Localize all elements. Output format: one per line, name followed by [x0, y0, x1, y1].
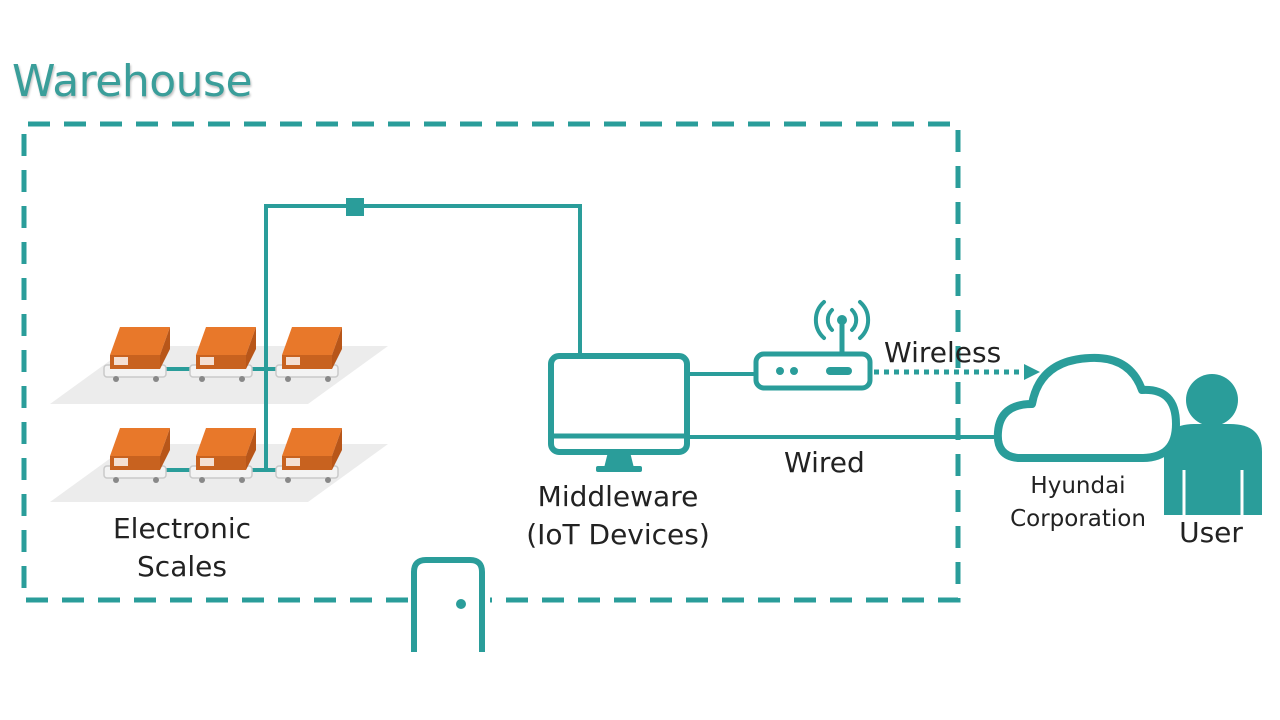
middleware-label-line1: Middleware — [537, 480, 699, 513]
scale-icon — [275, 427, 343, 484]
scale-icon — [189, 326, 257, 383]
middleware-label-line2: (IoT Devices) — [526, 518, 710, 551]
scale-icon — [189, 427, 257, 484]
monitor-icon — [548, 353, 690, 472]
cloud-icon — [993, 353, 1180, 462]
user-icon — [1164, 374, 1262, 515]
network-line — [264, 204, 582, 472]
wireless-arrowhead — [1024, 364, 1040, 380]
signal-icon — [813, 300, 871, 340]
scales-label-line1: Electronic — [112, 512, 252, 545]
scales-label: Electronic Scales — [96, 510, 268, 586]
scale-icon — [103, 326, 171, 383]
scale-icon — [275, 326, 343, 383]
scales-label-line2: Scales — [137, 550, 227, 583]
scale-icon — [103, 427, 171, 484]
router-icon — [753, 315, 873, 391]
corporation-label-line2: Corporation — [1010, 506, 1146, 532]
wireless-label: Wireless — [884, 336, 1002, 369]
wired-label: Wired — [784, 446, 865, 479]
middleware-label: Middleware (IoT Devices) — [508, 478, 728, 554]
warehouse-boundary — [21, 121, 961, 603]
corporation-label-line1: Hyundai — [1030, 473, 1126, 499]
warehouse-title: Warehouse — [12, 56, 253, 107]
door-icon — [411, 557, 485, 652]
corporation-label: Hyundai Corporation — [998, 470, 1158, 536]
user-label: User — [1179, 516, 1243, 549]
junction-node — [346, 198, 364, 216]
